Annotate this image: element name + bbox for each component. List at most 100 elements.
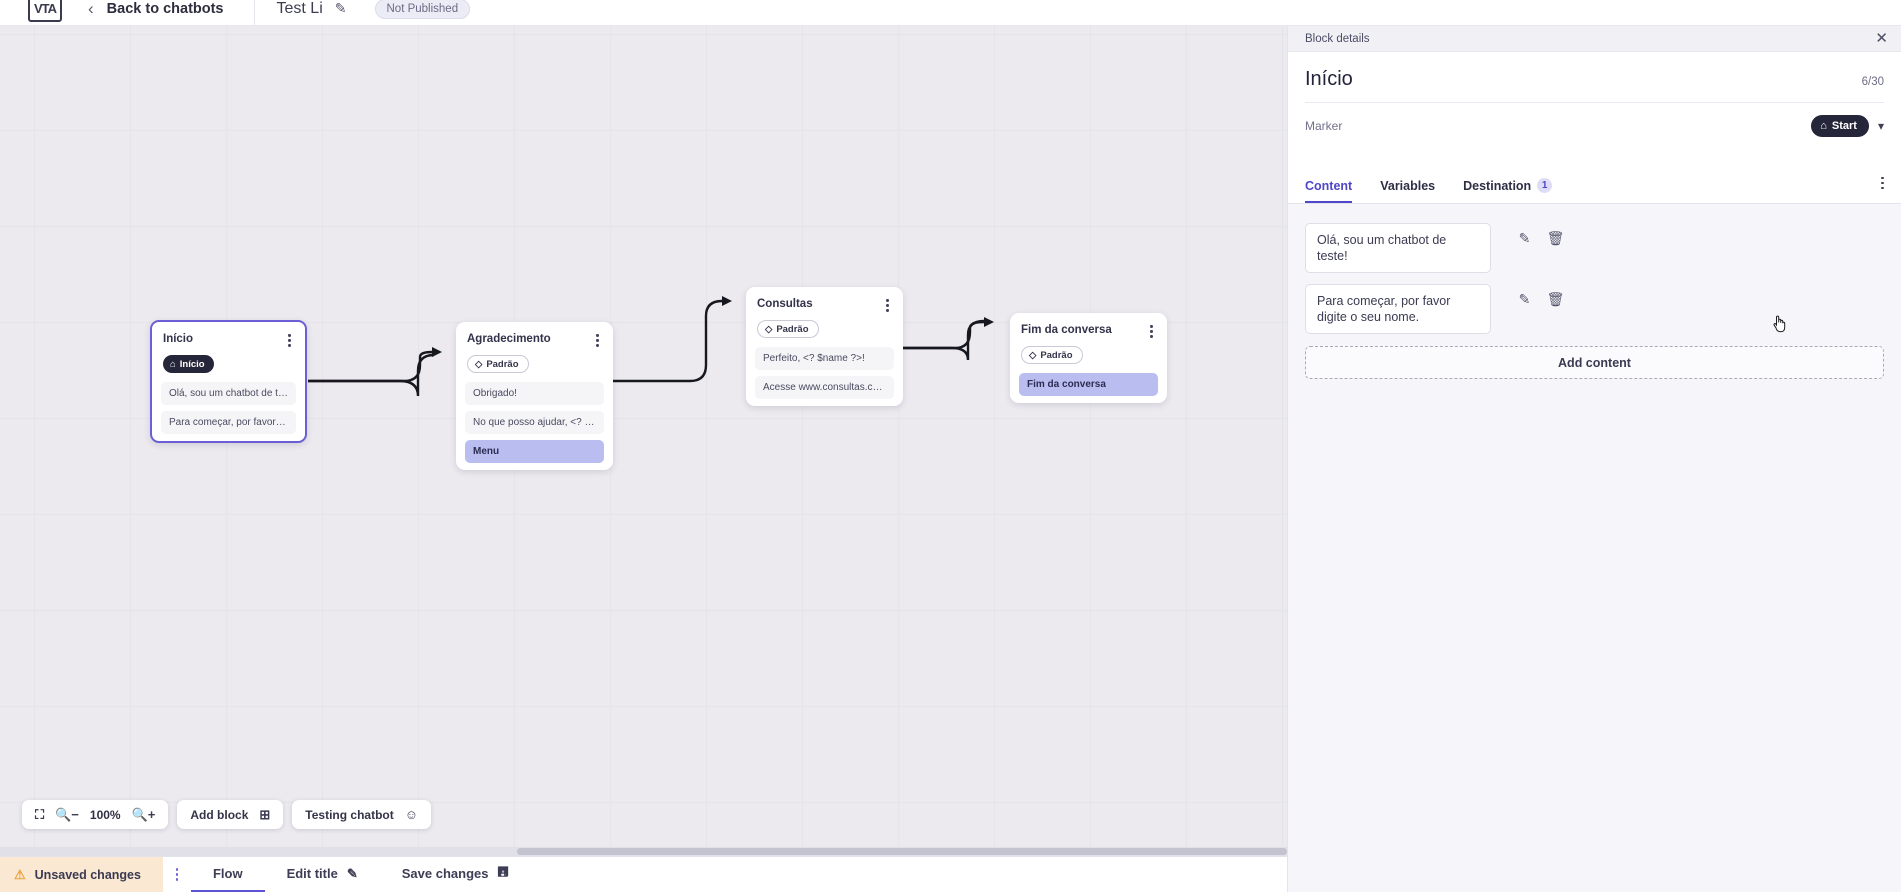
scrollbar-thumb[interactable] bbox=[517, 848, 1287, 855]
tab-variables[interactable]: Variables bbox=[1380, 179, 1435, 203]
node-separator bbox=[1010, 364, 1167, 367]
marker-row: Marker ⌂ Start ▾ bbox=[1305, 103, 1884, 137]
page-title: Início bbox=[1305, 68, 1353, 90]
edit-content-icon[interactable]: ✎ bbox=[1518, 229, 1531, 246]
node-tag-label: Padrão bbox=[776, 323, 809, 335]
add-block-icon: ⊞ bbox=[259, 806, 271, 822]
node-title: Agradecimento bbox=[467, 333, 551, 345]
chevron-left-icon: ‹ bbox=[88, 0, 94, 18]
node-header: Consultas bbox=[746, 287, 903, 313]
node-message[interactable]: Obrigado! bbox=[465, 382, 604, 405]
delete-content-icon[interactable]: 🗑 bbox=[1546, 229, 1565, 246]
chevron-down-icon[interactable]: ▾ bbox=[1877, 119, 1884, 133]
save-disk-icon: 🖪 bbox=[497, 863, 509, 879]
content-text[interactable]: Para começar, por favor digite o seu nom… bbox=[1305, 284, 1491, 334]
add-block-label: Add block bbox=[190, 807, 249, 822]
node-header: Início bbox=[152, 322, 305, 348]
flow-node-fim-da-conversa[interactable]: Fim da conversa ◇ Padrão Fim da conversa bbox=[1010, 313, 1167, 403]
node-tag-default: ◇ Padrão bbox=[467, 355, 529, 373]
marker-control[interactable]: ⌂ Start ▾ bbox=[1811, 115, 1884, 137]
fit-screen-icon[interactable]: ⛶ bbox=[35, 806, 45, 822]
tab-destination[interactable]: Destination 1 bbox=[1463, 178, 1553, 203]
node-tag-default: ◇ Padrão bbox=[757, 320, 819, 338]
flow-node-inicio[interactable]: Início ⌂ Início Olá, sou um chatbot de t… bbox=[150, 320, 307, 443]
flow-canvas[interactable]: Início ⌂ Início Olá, sou um chatbot de t… bbox=[0, 26, 1287, 856]
content-list: Olá, sou um chatbot de teste! ✎ 🗑 Para c… bbox=[1288, 204, 1901, 334]
chatbot-title-group: Test Li ✎ Not Published bbox=[255, 0, 471, 19]
tab-variables-label: Variables bbox=[1380, 179, 1436, 193]
node-kebab-icon[interactable] bbox=[283, 333, 296, 348]
node-message[interactable]: Perfeito, <? $name ?>! bbox=[755, 347, 894, 370]
marker-value: Start bbox=[1831, 120, 1857, 132]
add-content-button[interactable]: Add content bbox=[1305, 346, 1884, 379]
content-item-row: Para começar, por favor digite o seu nom… bbox=[1305, 284, 1884, 334]
pencil-icon[interactable]: ✎ bbox=[334, 0, 347, 16]
tag-icon: ◇ bbox=[1029, 349, 1037, 361]
home-icon: ⌂ bbox=[170, 358, 176, 370]
canvas-toolbar: ⛶ 🔍− 100% 🔍+ Add block ⊞ Testing chatbot… bbox=[22, 800, 432, 829]
bottom-tab-flow[interactable]: Flow bbox=[190, 857, 265, 892]
block-counter: 6/30 bbox=[1861, 76, 1884, 88]
panel-header-bar: Block details ✕ bbox=[1288, 26, 1901, 52]
panel-tab-bar: Content Variables Destination 1 bbox=[1288, 172, 1901, 204]
flask-icon: ☺ bbox=[404, 807, 419, 822]
tab-content[interactable]: Content bbox=[1305, 179, 1353, 203]
testing-chatbot-button[interactable]: Testing chatbot ☺ bbox=[292, 800, 432, 829]
panel-header-title: Block details bbox=[1305, 32, 1370, 45]
unsaved-changes-badge: ⚠ Unsaved changes bbox=[0, 857, 163, 892]
node-message-accent[interactable]: Fim da conversa bbox=[1019, 373, 1158, 396]
block-details-panel: Block details ✕ Início 6/30 Marker ⌂ Sta… bbox=[1287, 26, 1901, 892]
marker-label: Marker bbox=[1305, 119, 1343, 133]
node-title: Consultas bbox=[757, 298, 813, 310]
node-tag-label: Início bbox=[179, 358, 205, 370]
delete-content-icon[interactable]: 🗑 bbox=[1546, 290, 1565, 307]
status-badge: Not Published bbox=[374, 0, 471, 19]
node-tag-default: ◇ Padrão bbox=[1021, 346, 1083, 364]
unsaved-changes-label: Unsaved changes bbox=[34, 867, 141, 882]
node-separator bbox=[456, 373, 613, 376]
node-separator bbox=[746, 338, 903, 341]
node-message[interactable]: Olá, sou um chatbot de teste! bbox=[161, 382, 296, 405]
close-icon[interactable]: ✕ bbox=[1875, 30, 1888, 47]
home-icon: ⌂ bbox=[1820, 120, 1827, 132]
back-to-chatbots-button[interactable]: ‹ Back to chatbots bbox=[62, 0, 254, 26]
flow-edges bbox=[308, 296, 994, 397]
edit-content-icon[interactable]: ✎ bbox=[1518, 290, 1531, 307]
save-changes-button[interactable]: Save changes 🖪 bbox=[380, 857, 531, 892]
edit-title-button[interactable]: Edit title ✎ bbox=[265, 857, 380, 892]
bottom-kebab-icon[interactable] bbox=[163, 857, 191, 892]
node-message-accent[interactable]: Menu bbox=[465, 440, 604, 463]
panel-title-row: Início 6/30 bbox=[1305, 52, 1884, 103]
content-text[interactable]: Olá, sou um chatbot de teste! bbox=[1305, 223, 1491, 273]
top-bar: VTA ‹ Back to chatbots Test Li ✎ Not Pub… bbox=[0, 0, 1901, 26]
node-separator bbox=[152, 373, 305, 376]
node-header: Fim da conversa bbox=[1010, 313, 1167, 339]
destination-count-badge: 1 bbox=[1537, 178, 1553, 193]
edit-title-label: Edit title bbox=[286, 866, 338, 881]
node-title: Fim da conversa bbox=[1021, 324, 1112, 336]
node-message[interactable]: Para começar, por favor digite o ... bbox=[161, 411, 296, 434]
node-header: Agradecimento bbox=[456, 322, 613, 348]
zoom-in-icon[interactable]: 🔍+ bbox=[131, 806, 156, 822]
node-kebab-icon[interactable] bbox=[881, 298, 894, 313]
warning-triangle-icon: ⚠ bbox=[14, 866, 26, 882]
add-block-button[interactable]: Add block ⊞ bbox=[177, 800, 284, 829]
node-message[interactable]: Acesse www.consultas.com par... bbox=[755, 376, 894, 399]
node-kebab-icon[interactable] bbox=[1145, 324, 1158, 339]
zoom-out-icon[interactable]: 🔍− bbox=[55, 806, 79, 822]
flow-label: Flow bbox=[212, 866, 243, 881]
node-tag-start: ⌂ Início bbox=[163, 355, 214, 373]
node-kebab-icon[interactable] bbox=[591, 333, 604, 348]
bottom-bar: ⚠ Unsaved changes Flow Edit title ✎ Save… bbox=[0, 856, 1287, 892]
node-title: Início bbox=[163, 333, 194, 345]
tab-content-label: Content bbox=[1305, 179, 1353, 193]
flow-node-agradecimento[interactable]: Agradecimento ◇ Padrão Obrigado! No que … bbox=[456, 322, 613, 470]
flow-node-consultas[interactable]: Consultas ◇ Padrão Perfeito, <? $name ?>… bbox=[746, 287, 903, 406]
testing-chatbot-label: Testing chatbot bbox=[305, 807, 394, 822]
panel-overflow-kebab-icon[interactable] bbox=[1881, 176, 1884, 199]
canvas-horizontal-scrollbar[interactable] bbox=[0, 847, 1287, 856]
node-message[interactable]: No que posso ajudar, <? $name ... bbox=[465, 411, 604, 434]
panel-top-section: Início 6/30 Marker ⌂ Start ▾ bbox=[1288, 52, 1901, 172]
marker-start-chip[interactable]: ⌂ Start bbox=[1811, 115, 1869, 137]
chatbot-title: Test Li bbox=[276, 0, 323, 17]
